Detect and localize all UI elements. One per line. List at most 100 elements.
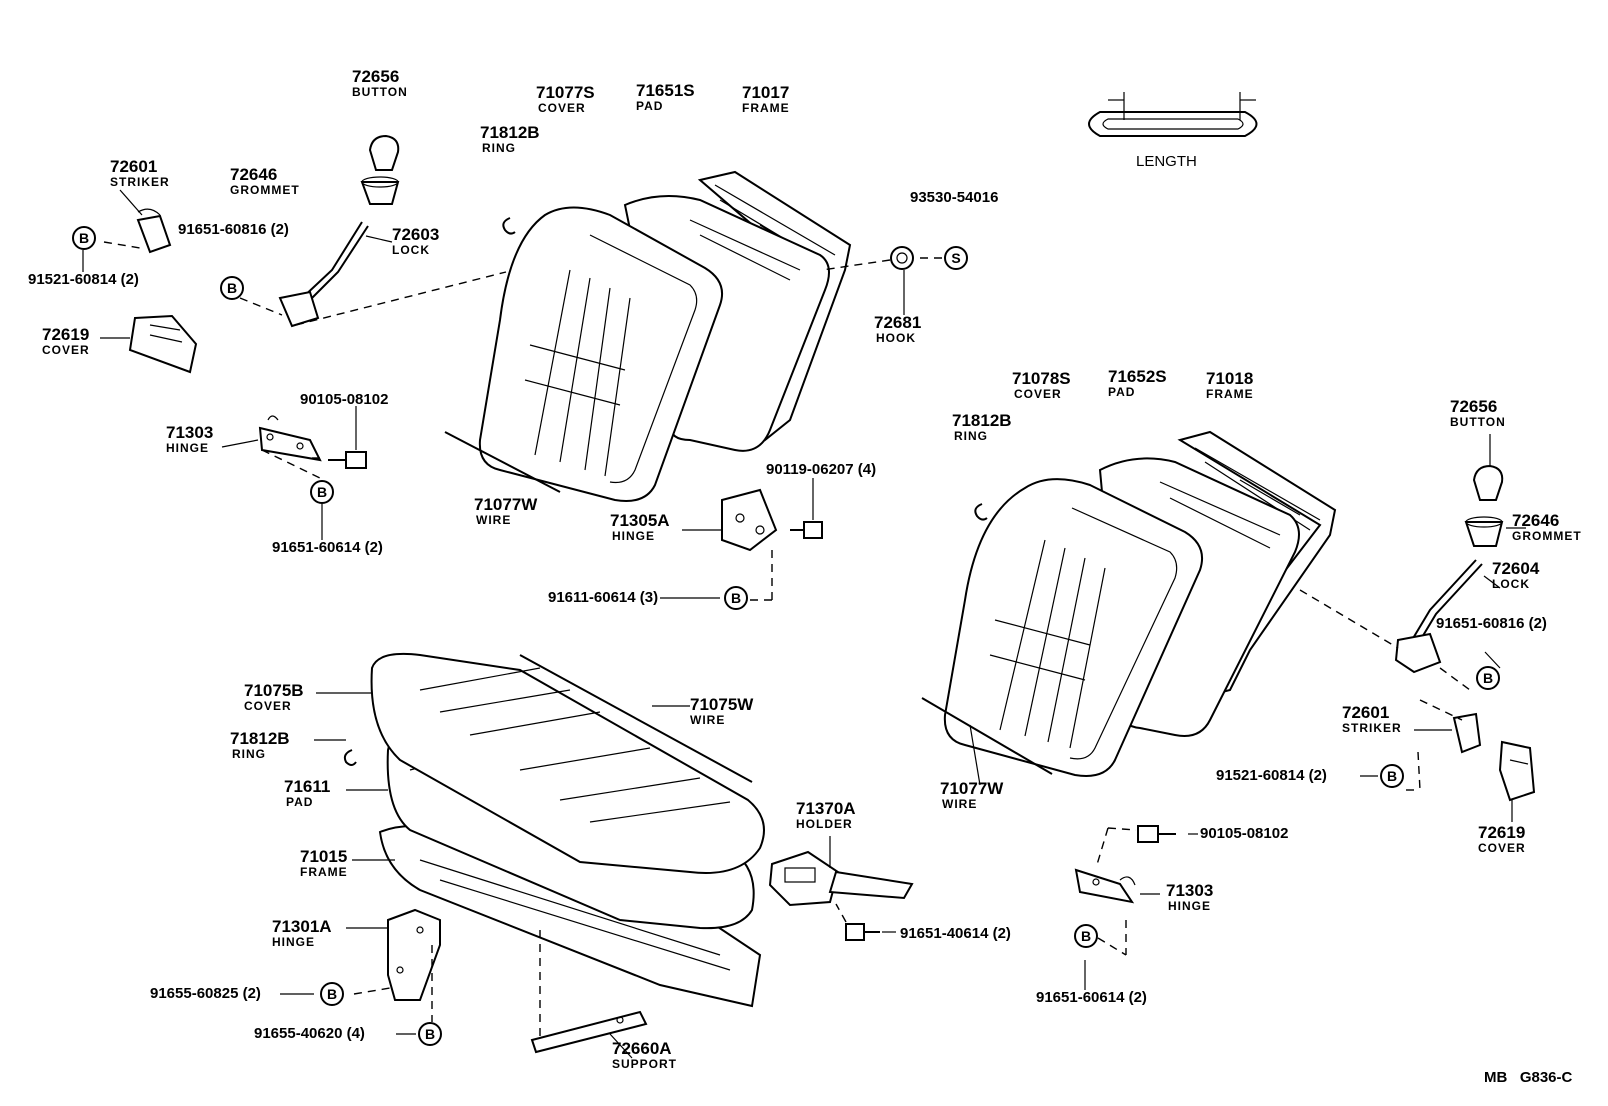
part-71812b-seat-name: RING: [232, 747, 266, 761]
seat-cushion-drawing: [280, 652, 765, 1059]
part-71075w-number: 71075W: [690, 695, 754, 714]
part-72619-right-number: 72619: [1478, 823, 1526, 842]
part-71651s-number: 71651S: [636, 81, 695, 100]
part-71077w-right-number: 71077W: [940, 779, 1004, 798]
part-71018-name: FRAME: [1206, 387, 1254, 401]
part-72681-number: 72681: [874, 313, 922, 332]
fastener-90119-06207: 90119-06207 (4): [766, 461, 877, 478]
part-71077w-right-name: WIRE: [942, 797, 978, 811]
part-71812b-right-name: RING: [954, 429, 988, 443]
part-71812b-top-number: 71812B: [480, 123, 540, 142]
diagram-code: MB G836-C: [1484, 1069, 1573, 1086]
left-small-parts-drawing: [82, 134, 507, 540]
part-72603-name: LOCK: [392, 243, 430, 257]
part-72646-right-name: GROMMET: [1512, 529, 1582, 543]
part-72604-name: LOCK: [1492, 577, 1530, 591]
part-72660a-number: 72660A: [612, 1039, 672, 1058]
part-72646-left-name: GROMMET: [230, 183, 300, 197]
part-71077s-number: 71077S: [536, 83, 595, 102]
part-71370a-number: 71370A: [796, 799, 856, 818]
part-72656-right-name: BUTTON: [1450, 415, 1506, 429]
part-71301a-name: HINGE: [272, 935, 316, 949]
holder-drawing: [768, 836, 914, 941]
part-71303-right-name: HINGE: [1168, 899, 1212, 913]
right-small-parts-drawing: [969, 434, 1536, 822]
part-72601-left-number: 72601: [110, 157, 158, 176]
part-72619-right-name: COVER: [1478, 841, 1526, 855]
part-71015-number: 71015: [300, 847, 348, 866]
left-seatback-drawing: [444, 170, 948, 502]
part-71078s-name: COVER: [1014, 387, 1062, 401]
part-71018-number: 71018: [1206, 369, 1254, 388]
bubble-b-lock-right: B: [1476, 666, 1500, 690]
right-hinge-drawing: [1074, 825, 1198, 990]
part-71017-number: 71017: [742, 83, 790, 102]
part-72646-right-number: 72646: [1512, 511, 1560, 530]
part-72656-left-name: BUTTON: [352, 85, 408, 99]
part-72601-right-name: STRIKER: [1342, 721, 1402, 735]
part-71077w-left-name: WIRE: [476, 513, 512, 527]
bubble-b-striker-right: B: [1380, 764, 1404, 788]
bubble-b-hinge-center: B: [724, 586, 748, 610]
bubble-b-hinge-seat-b: B: [418, 1022, 442, 1046]
length-gauge-drawing: [1088, 92, 1258, 137]
part-72601-left-name: STRIKER: [110, 175, 170, 189]
part-71015-name: FRAME: [300, 865, 348, 879]
fastener-90105-08102-left: 90105-08102: [300, 391, 389, 408]
part-72603-number: 72603: [392, 225, 440, 244]
part-71078s-number: 71078S: [1012, 369, 1071, 388]
part-71303-left-name: HINGE: [166, 441, 210, 455]
fastener-93530-54016: 93530-54016: [910, 189, 999, 206]
part-72619-left-number: 72619: [42, 325, 90, 344]
bubble-b-hinge-left: B: [310, 480, 334, 504]
part-71370a-name: HOLDER: [796, 817, 853, 831]
part-71652s-number: 71652S: [1108, 367, 1167, 386]
fastener-91521-60814-right: 91521-60814 (2): [1216, 767, 1327, 784]
fastener-91611-60614: 91611-60614 (3): [548, 589, 659, 606]
part-71812b-right-number: 71812B: [952, 411, 1012, 430]
part-71075b-number: 71075B: [244, 681, 304, 700]
fastener-90105-08102-right: 90105-08102: [1200, 825, 1289, 842]
part-72619-left-name: COVER: [42, 343, 90, 357]
part-72601-right-number: 72601: [1342, 703, 1390, 722]
fastener-91651-40614: 91651-40614 (2): [900, 925, 1011, 942]
bubble-b-striker-left: B: [72, 226, 96, 250]
part-71303-left-number: 71303: [166, 423, 214, 442]
part-71812b-top-name: RING: [482, 141, 516, 155]
part-71305a-name: HINGE: [612, 529, 656, 543]
length-label: LENGTH: [1136, 153, 1197, 170]
part-71075w-name: WIRE: [690, 713, 726, 727]
fastener-91651-60614-right: 91651-60614 (2): [1036, 989, 1147, 1006]
part-72681-name: HOOK: [876, 331, 916, 345]
part-72656-left-number: 72656: [352, 67, 400, 86]
part-71301a-number: 71301A: [272, 917, 332, 936]
part-71303-right-number: 71303: [1166, 881, 1214, 900]
part-72604-number: 72604: [1492, 559, 1540, 578]
bubble-b-lock-left: B: [220, 276, 244, 300]
part-71812b-seat-number: 71812B: [230, 729, 290, 748]
fastener-91651-60816-left: 91651-60816 (2): [178, 221, 289, 238]
right-seatback-drawing: [921, 430, 1337, 777]
part-71077s-name: COVER: [538, 101, 586, 115]
part-71075b-name: COVER: [244, 699, 292, 713]
part-71017-name: FRAME: [742, 101, 790, 115]
part-71305a-number: 71305A: [610, 511, 670, 530]
part-72646-left-number: 72646: [230, 165, 278, 184]
fastener-91655-60825: 91655-60825 (2): [150, 985, 261, 1002]
hook-72681-shape: [890, 246, 914, 270]
bubble-s-hook: S: [944, 246, 968, 270]
part-71077w-left-number: 71077W: [474, 495, 538, 514]
bubble-b-hinge-right: B: [1074, 924, 1098, 948]
part-72660a-name: SUPPORT: [612, 1057, 678, 1071]
fastener-91651-60816-right: 91651-60816 (2): [1436, 615, 1547, 632]
center-hinge-drawing: [660, 478, 823, 601]
fastener-91651-60614-left: 91651-60614 (2): [272, 539, 383, 556]
bubble-b-hinge-seat-a: B: [320, 982, 344, 1006]
part-72656-right-number: 72656: [1450, 397, 1498, 416]
part-71611-name: PAD: [286, 795, 314, 809]
part-71652s-name: PAD: [1108, 385, 1136, 399]
fastener-91521-60814-left: 91521-60814 (2): [28, 271, 139, 288]
part-71651s-name: PAD: [636, 99, 664, 113]
fastener-91655-40620: 91655-40620 (4): [254, 1025, 365, 1042]
